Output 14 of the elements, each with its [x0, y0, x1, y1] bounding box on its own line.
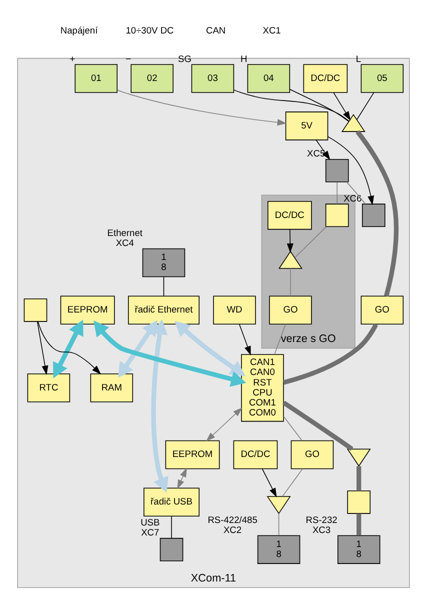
- label: Napájení: [60, 26, 98, 36]
- node-label: XC7: [141, 528, 160, 538]
- node-label: RS-232: [306, 514, 338, 525]
- node-label: USB: [140, 518, 160, 528]
- label: XC1: [262, 26, 281, 36]
- node-label: Ethernet: [107, 228, 142, 238]
- node-label: XC3: [312, 524, 331, 535]
- node-label: RS-422/485: [208, 514, 258, 525]
- node-label: XC4: [116, 238, 134, 248]
- label: CAN: [206, 26, 226, 36]
- node-label: XC2: [223, 524, 242, 535]
- node-label: XC6: [344, 193, 362, 204]
- node-label: XC5: [307, 148, 326, 159]
- label: 10÷30V DC: [126, 26, 174, 36]
